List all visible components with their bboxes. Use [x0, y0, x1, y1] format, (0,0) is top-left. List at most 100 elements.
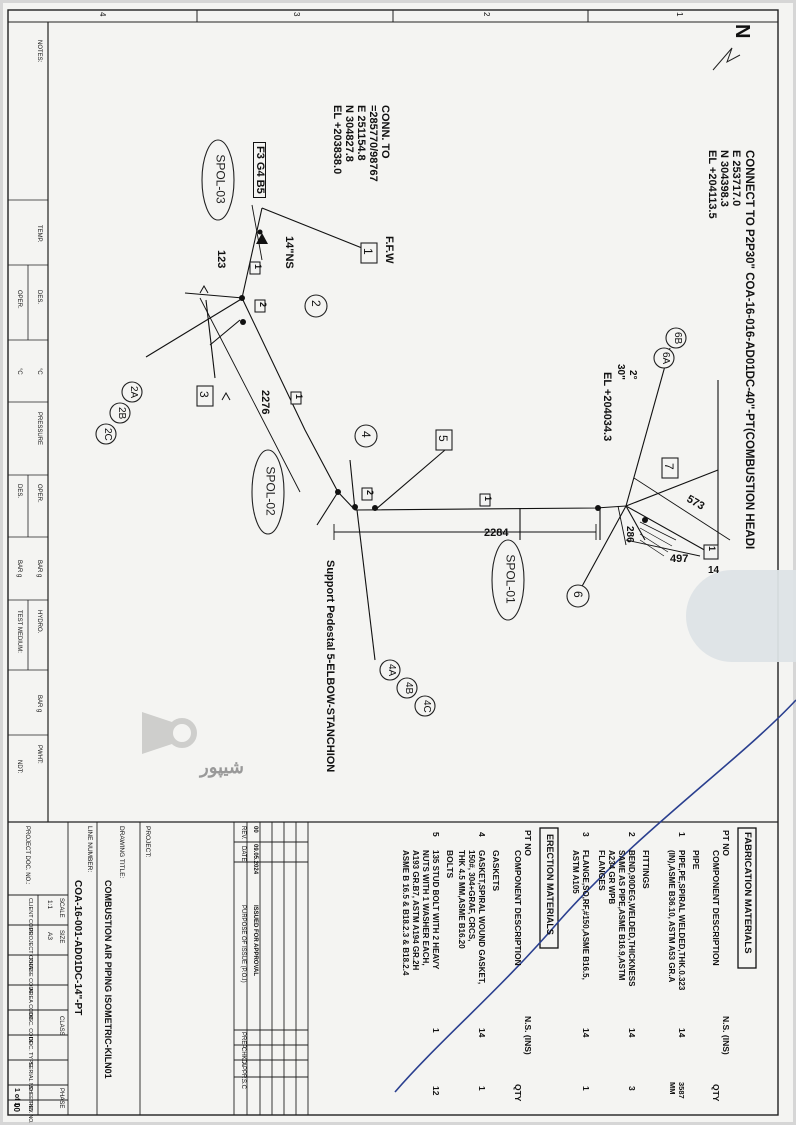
pt-no-header: PT NO — [523, 830, 533, 856]
gaskets-section-header: GASKETS — [491, 850, 501, 892]
dimension-label: 497 — [670, 553, 689, 565]
temp-label: TEMP. — [36, 225, 42, 243]
test-medium-label: TEST MEDIUM: — [16, 610, 22, 653]
hydro-label: HYDRO. — [36, 610, 42, 634]
line-number: COA-16-001-AD01DC-14"-PT — [72, 880, 83, 1016]
callout-3: 3 — [197, 391, 211, 398]
dimension-label: 2284 — [484, 527, 509, 539]
item-quantity: 12 — [431, 1086, 441, 1096]
callout-1: 1 — [361, 248, 375, 255]
phase-label: PHASE — [58, 1088, 64, 1109]
flanges-section-header: FLANGES — [597, 850, 607, 891]
callout-6a: 6A — [660, 352, 671, 365]
component-description-header: COMPONENT DESCRIPTION — [711, 850, 721, 966]
spool-label: SPOL-02 — [263, 466, 278, 516]
fabrication-materials-title: FABRICATION MATERIALS — [742, 832, 753, 954]
component-description-header: COMPONENT DESCRIPTION — [513, 850, 523, 966]
connection-note-line: EL +204113.5 — [706, 150, 718, 219]
pwht-label: PWHT: — [36, 745, 42, 764]
line-number-label: LINE NUMBER: — [86, 826, 93, 873]
rev-header: REV. — [240, 826, 246, 840]
bar-g-label: BAR g — [36, 695, 42, 713]
callout-2a: 2A — [128, 386, 139, 399]
elevation-label: EL +204034.3 — [601, 372, 613, 442]
erection-materials-title: ERECTION MATERIALS — [545, 834, 555, 935]
pipe-section-header: PIPE — [691, 850, 701, 870]
bar-g-label: BAR g — [36, 560, 42, 578]
spool-tag: 2 — [365, 490, 375, 496]
drawing-title: COMBUSTION AIR PIPING ISOMETRIC-KILN01 — [103, 880, 113, 1079]
border-number: 3 — [292, 12, 301, 17]
item-description: 135 STUD BOLT WITH 2 HEAVY NUTS WITH 1 W… — [401, 850, 440, 976]
border-number: 4 — [98, 12, 107, 17]
callout-6: 6 — [571, 591, 585, 598]
item-size: 14 — [581, 1028, 591, 1038]
spool-tag: 1 — [483, 496, 493, 502]
scan-overlay-shape — [686, 570, 796, 662]
item-number: 3 — [581, 832, 591, 837]
connection-note-line: CONNECT TO P2P30" COA-16-016-AD01DC-40"-… — [743, 150, 755, 550]
fittings-section-header: FITTINGS — [641, 850, 651, 889]
callout-6b: 6B — [672, 332, 683, 345]
ns-ins-header: N.S. (INS) — [523, 1016, 533, 1055]
item-size: 14 — [627, 1028, 637, 1038]
pt-no-header: PT NO — [721, 830, 731, 856]
nominal-size-label: 14"NS — [283, 236, 295, 269]
spool-label: SPOL-03 — [213, 154, 228, 204]
connection-note-line: =285770/98767 — [367, 105, 379, 182]
deg-c-label: °C — [16, 368, 22, 375]
spool-tag: 1 — [707, 546, 717, 552]
connection-note-line: N 304398.3 — [718, 150, 730, 207]
connection-note-line: E 253717.0 — [730, 150, 742, 207]
class-label: CLASS — [58, 1016, 64, 1036]
item-number: 1 — [677, 832, 687, 837]
size-value: A3 — [46, 932, 53, 940]
spool-tag: 1 — [253, 264, 263, 270]
item-description: FLANGE,SO,RF,#150,ASME B16.5, ASTM A105 — [571, 850, 590, 980]
spool-label: SPOL-01 — [503, 554, 518, 604]
pressure-label: PRESSURE — [36, 412, 42, 446]
spool-tag: 1 — [294, 394, 304, 400]
item-size: 14 — [677, 1028, 687, 1038]
callout-4b: 4B — [403, 682, 414, 695]
north-label: N — [731, 24, 753, 39]
dimension-label: 14 — [708, 565, 720, 576]
scale-label: SCALE — [58, 898, 64, 918]
des-label: DES. — [36, 290, 42, 305]
callout-4a: 4A — [386, 664, 397, 677]
watermark-logo — [132, 700, 202, 790]
project-label: PROJECT: — [144, 826, 151, 858]
watermark-text: شیپور — [200, 757, 244, 777]
callout-2: 2 — [309, 300, 323, 307]
callout-2b: 2B — [116, 407, 127, 420]
scale-value: 1:1 — [46, 900, 53, 910]
item-number: 5 — [431, 832, 441, 837]
reference-box: F3 G4 B5 — [253, 142, 266, 198]
des-label: DES. — [16, 484, 22, 499]
angle-label: 30" — [615, 364, 626, 380]
dimension-label: 2276 — [259, 390, 271, 415]
date-value: 09.05.2024 — [252, 844, 258, 875]
dimension-label: 286 — [624, 526, 635, 543]
connection-note-line: E 251154.8 — [355, 105, 367, 161]
bar-g-label: BAR g — [16, 560, 22, 578]
watermark-horn-icon — [142, 712, 197, 754]
item-description: GASKET,SPIRAL WOUND GASKET, 150#, 304+GR… — [457, 850, 486, 985]
connection-note-line: EL +203838.0 — [331, 105, 343, 175]
bolts-section-header: BOLTS — [445, 850, 455, 879]
spool-tag: 2 — [258, 302, 268, 308]
notes-label: NOTES: — [36, 40, 42, 63]
deg-c-label: °C — [36, 368, 42, 375]
purpose-header: PURPOSE OF ISSUE (P.O.I) — [240, 905, 246, 983]
qty-header: QTY — [711, 1084, 721, 1102]
item-size: 1 — [431, 1028, 441, 1033]
dimension-label: 123 — [215, 250, 227, 269]
date-header: DATE — [240, 846, 246, 862]
oper-label: OPER. — [36, 484, 42, 503]
callout-2c: 2C — [102, 428, 113, 441]
purpose-value: ISSUED FOR APPROVAL — [252, 905, 258, 977]
ndt-label: NDT: — [16, 760, 22, 774]
item-quantity: 1 — [581, 1086, 591, 1091]
